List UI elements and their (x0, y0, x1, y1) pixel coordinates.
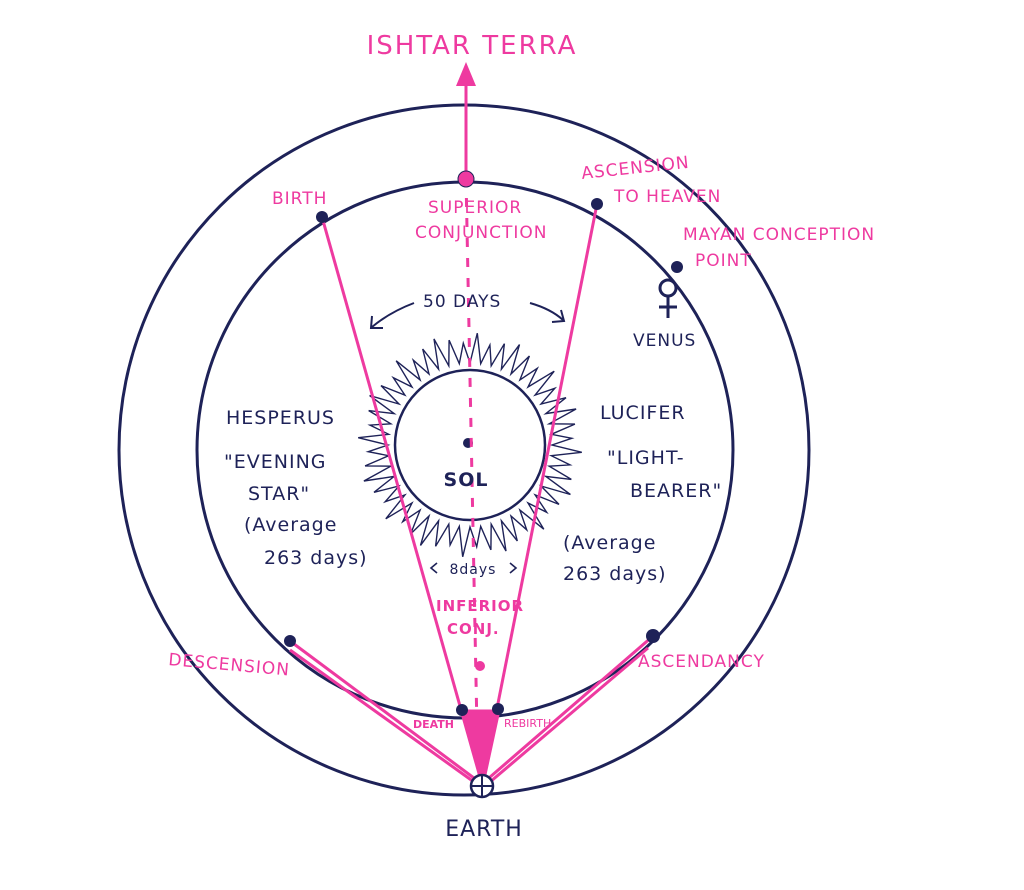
ascension-sightline (480, 203, 599, 785)
light-bearer-label-2: BEARER" (630, 480, 722, 502)
average-left-label-2: 263 days) (264, 547, 368, 569)
sun-flame-path (358, 333, 582, 557)
lucifer-label: LUCIFER (600, 402, 686, 424)
venus-symbol-icon (658, 278, 678, 318)
sun-flames-icon (358, 333, 582, 557)
mayan-conception-label-2: POINT (695, 251, 752, 271)
descension-point (284, 635, 296, 647)
eight-days-arrows (429, 562, 518, 574)
conjunction-axis (464, 177, 480, 781)
earth-label: EARTH (445, 817, 523, 842)
fifty-days-right-arrowhead (551, 309, 566, 323)
ascension-label-1: ASCENSION (580, 153, 690, 184)
hesperus-label: HESPERUS (226, 407, 335, 429)
ishtar-terra-label: ISHTAR TERRA (367, 31, 578, 61)
average-left-label-1: (Average (244, 514, 337, 536)
fifty-days-left-arrow (371, 302, 415, 328)
superior-conjunction-point (457, 170, 475, 188)
arrow-up-icon (456, 62, 476, 86)
birth-point (316, 211, 328, 223)
birth-sightline (320, 216, 484, 785)
ascendancy-label: ASCENDANCY (638, 652, 765, 672)
mayan-conception-label-1: MAYAN CONCEPTION (683, 225, 875, 245)
ascension-point (591, 198, 603, 210)
evening-star-label-1: "EVENING (224, 451, 327, 473)
death-label: DEATH (413, 718, 454, 731)
superior-conjunction-label-2: CONJUNCTION (415, 223, 548, 243)
ascendancy-point (646, 629, 660, 643)
birth-label: BIRTH (272, 189, 327, 209)
descension-sightline-b (289, 648, 475, 784)
fifty-days-arrows (369, 302, 566, 329)
average-right-label-1: (Average (563, 532, 656, 554)
earth-orbit (117, 103, 811, 797)
ascendancy-sightline-b (489, 646, 649, 784)
light-bearer-label-1: "LIGHT- (607, 447, 685, 469)
eight-days-label: 8days (450, 562, 497, 578)
fifty-days-left-arrowhead (369, 315, 383, 329)
sightlines (289, 203, 654, 786)
ascension-label-2: TO HEAVEN (613, 187, 721, 207)
inferior-conjunction-label-2: CONJ. (447, 620, 500, 638)
inferior-conjunction-label-1: INFERIOR (436, 597, 524, 615)
ascendancy-sightline-a (481, 634, 654, 786)
average-right-label-2: 263 days) (563, 563, 667, 585)
mayan-conception-point (671, 261, 683, 273)
descension-sightline-a (289, 639, 483, 786)
venus-label: VENUS (633, 331, 696, 351)
evening-star-label-2: STAR" (248, 483, 310, 505)
sol-label: SOL (444, 469, 489, 491)
earth-symbol-icon (469, 773, 495, 799)
superior-conjunction-label-1: SUPERIOR (428, 198, 522, 218)
descension-label: DESCENSION (168, 650, 291, 681)
inferior-conjunction-point (475, 661, 485, 671)
rebirth-point (492, 703, 504, 715)
fifty-days-right-arrow (529, 302, 564, 321)
rebirth-label: REBIRTH (504, 717, 551, 730)
fifty-days-label: 50 DAYS (423, 292, 501, 312)
inferior-conjunction-wedge (459, 709, 501, 786)
death-point (456, 704, 468, 716)
